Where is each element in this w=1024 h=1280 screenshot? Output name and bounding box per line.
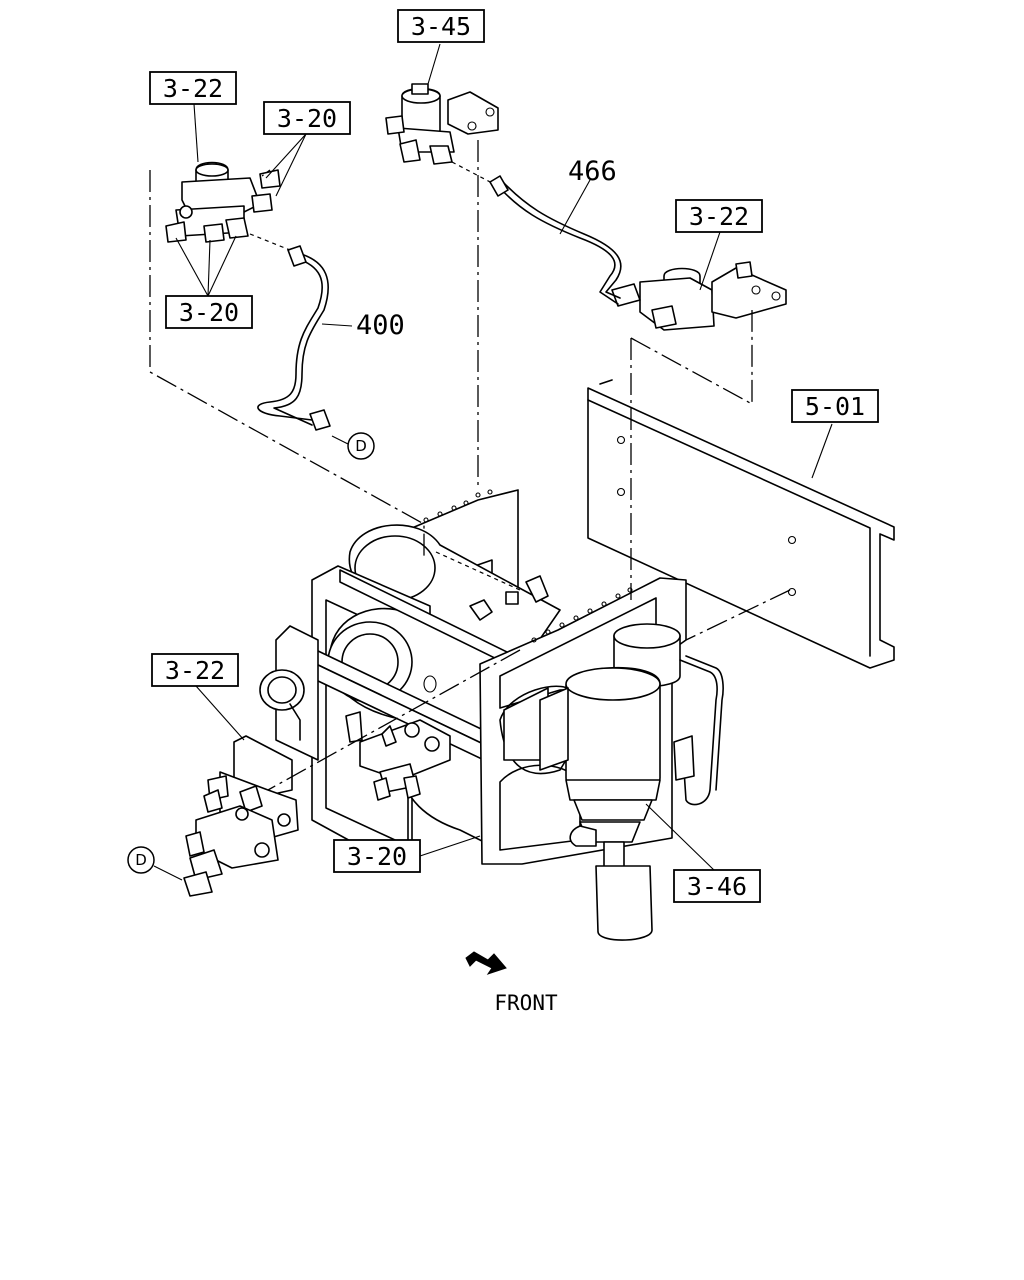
ref-3-20-upper-lower-text: 3-20 <box>179 298 239 327</box>
leader-lines <box>153 43 833 881</box>
lower-left-valve <box>183 735 299 897</box>
frame-member <box>587 379 895 669</box>
upper-left-valve <box>165 161 281 243</box>
reference-lines <box>149 140 791 791</box>
connector-d-lower: D <box>127 846 155 874</box>
ref-3-45: 3-45 <box>397 9 485 43</box>
booster <box>539 623 724 941</box>
connector-d-upper: D <box>347 432 375 460</box>
ref-3-45-text: 3-45 <box>411 12 471 41</box>
ref-3-20-upper-lower: 3-20 <box>165 295 253 329</box>
ref-3-22-lower-left: 3-22 <box>151 653 239 687</box>
pipe-400 <box>257 245 331 431</box>
ref-3-22-right: 3-22 <box>675 199 763 233</box>
ref-5-01: 5-01 <box>791 389 879 423</box>
ref-3-20-upper-right: 3-20 <box>263 101 351 135</box>
ref-3-22-lower-left-text: 3-22 <box>165 656 225 685</box>
solenoid-valve-top <box>385 83 499 165</box>
ref-3-22-right-text: 3-22 <box>689 202 749 231</box>
pipe-466 <box>489 175 622 305</box>
connector-d-lower-text: D <box>135 851 147 869</box>
ref-3-46-text: 3-46 <box>687 872 747 901</box>
center-valves <box>345 711 451 801</box>
ref-3-20-upper-right-text: 3-20 <box>277 104 337 133</box>
connector-d-upper-text: D <box>355 437 367 455</box>
part-400-label: 400 <box>356 310 405 341</box>
ref-5-01-text: 5-01 <box>805 392 865 421</box>
front-arrow-icon <box>465 951 507 975</box>
ref-3-20-center-text: 3-20 <box>347 842 407 871</box>
part-466-label: 466 <box>568 156 617 187</box>
side-component <box>259 625 319 761</box>
front-label: FRONT <box>494 991 558 1015</box>
ref-3-22-upper-left: 3-22 <box>149 71 237 105</box>
ref-3-20-center: 3-20 <box>333 839 421 873</box>
ref-3-46: 3-46 <box>673 869 761 903</box>
right-valve <box>611 261 787 331</box>
ref-3-22-upper-left-text: 3-22 <box>163 74 223 103</box>
